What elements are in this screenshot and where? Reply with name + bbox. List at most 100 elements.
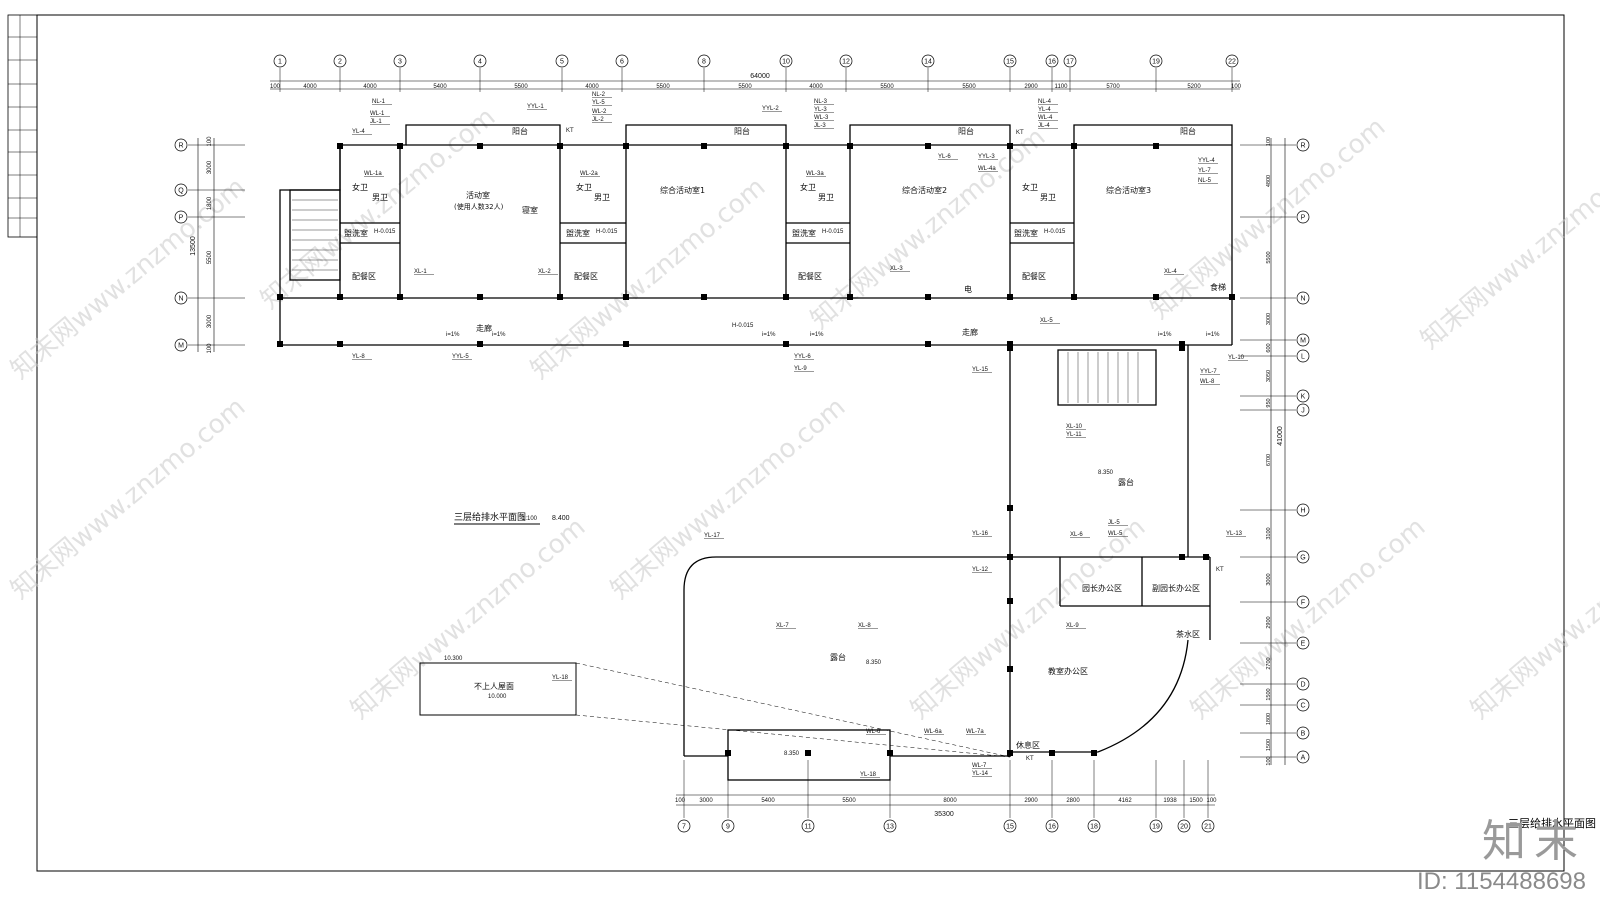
left-dim: 3000 xyxy=(207,160,213,174)
room-multi2: 综合活动室2 xyxy=(902,185,947,195)
top-dim: 5500 xyxy=(962,84,976,90)
serving-3: 配餐区 xyxy=(798,272,822,281)
top-dim: 4000 xyxy=(303,84,317,90)
svg-text:D: D xyxy=(1300,682,1305,689)
pipe-tag: XL-2 xyxy=(538,269,551,275)
svg-text:22: 22 xyxy=(1228,59,1236,66)
axis-right-E: E xyxy=(1296,636,1310,650)
pipe-tag: YL-10 xyxy=(1228,355,1245,361)
axis-right-J: J xyxy=(1296,403,1310,417)
wash-level-4: H-0.015 xyxy=(1044,229,1066,235)
axis-bottom-7: 7 xyxy=(677,819,691,833)
svg-text:1: 1 xyxy=(278,59,282,66)
axis-top-6: 6 xyxy=(615,54,629,68)
svg-text:11: 11 xyxy=(804,824,811,831)
axis-right-D: D xyxy=(1296,677,1310,691)
electric-room: 电 xyxy=(964,284,972,294)
svg-text:F: F xyxy=(1301,600,1305,607)
corridor-level: H-0.015 xyxy=(732,323,754,329)
watermark-text: 知末网www.znzmo.com xyxy=(525,172,771,385)
top-dim: 100 xyxy=(1231,84,1242,90)
svg-text:A: A xyxy=(1301,755,1306,762)
kt-1: KT xyxy=(566,128,574,134)
terrace-east-level: 8.350 xyxy=(1098,470,1114,476)
svg-text:P: P xyxy=(1301,215,1306,222)
teacher-office: 教室办公区 xyxy=(1048,666,1088,676)
svg-text:20: 20 xyxy=(1180,824,1188,831)
terrace-west-level: 8.350 xyxy=(866,660,882,666)
sheet-border xyxy=(36,14,1565,872)
svg-text:N: N xyxy=(1300,296,1305,303)
top-dim: 5400 xyxy=(433,84,447,90)
pipe-tag: YL-7 xyxy=(1198,168,1211,174)
pipe-tag: YYL-5 xyxy=(452,354,469,360)
top-dim: 4000 xyxy=(809,84,823,90)
pipe-tag: JL-4 xyxy=(1038,123,1050,129)
top-dim: 5500 xyxy=(656,84,670,90)
dumbwaiter: 食梯 xyxy=(1210,282,1226,292)
balcony-1: 阳台 xyxy=(512,126,528,136)
axis-top-10: 10 xyxy=(779,54,793,68)
pipe-tag: XL-3 xyxy=(890,266,903,272)
svg-text:M: M xyxy=(1300,338,1306,345)
room-activity: 活动室 xyxy=(466,190,490,200)
vice-director-office: 副园长办公区 xyxy=(1152,583,1200,593)
pipe-tag: WL-1 xyxy=(370,111,385,117)
pipe-tag: NL-1 xyxy=(372,99,386,105)
brand-logo: 知末 xyxy=(1482,816,1586,867)
pipe-tag: WL-2a xyxy=(580,171,598,177)
wash-level-1: H-0.015 xyxy=(374,229,396,235)
svg-text:16: 16 xyxy=(1048,824,1056,831)
top-dim: 4000 xyxy=(585,84,599,90)
right-dim: 3100 xyxy=(1266,527,1272,539)
pipe-tag: XL-8 xyxy=(858,623,871,629)
serving-1: 配餐区 xyxy=(352,272,376,281)
axis-right-A: A xyxy=(1296,750,1310,764)
axis-right-C: C xyxy=(1296,698,1310,712)
top-dim: 2900 xyxy=(1024,84,1038,90)
female-wc-4: 女卫 xyxy=(1022,182,1038,192)
right-dim: 5500 xyxy=(1266,251,1272,263)
pipe-tag: WL-5 xyxy=(1108,531,1123,537)
kt-3: KT xyxy=(1216,567,1224,573)
pipe-tag: YL-11 xyxy=(1066,432,1082,438)
pipe-tag: XL-10 xyxy=(1066,424,1083,430)
svg-text:7: 7 xyxy=(682,824,686,831)
pipe-tag: WL-2 xyxy=(592,109,607,115)
balcony-3: 阳台 xyxy=(958,126,974,136)
bottom-dim: 2800 xyxy=(1066,798,1080,804)
axis-top-14: 14 xyxy=(921,54,935,68)
structural-columns xyxy=(277,143,1235,756)
pipe-tag: NL-5 xyxy=(1198,178,1212,184)
svg-text:P: P xyxy=(179,215,184,222)
axis-top-8: 8 xyxy=(697,54,711,68)
axis-bottom-18: 18 xyxy=(1087,819,1101,833)
wash-room-2: 盥洗室 xyxy=(566,228,590,238)
pipe-tag: WL-7 xyxy=(972,763,987,769)
male-wc-1: 男卫 xyxy=(372,193,388,202)
svg-text:6: 6 xyxy=(620,59,624,66)
svg-text:13: 13 xyxy=(886,824,894,831)
watermark-text: 知末网www.znzmo.com xyxy=(1415,142,1600,355)
right-dim: 3000 xyxy=(1266,313,1272,325)
serving-2: 配餐区 xyxy=(574,272,598,281)
pipe-tag: YL-18 xyxy=(860,772,877,778)
axis-top-1: 1 xyxy=(273,54,287,68)
bottom-dim: 100 xyxy=(1206,798,1217,804)
tea-area: 茶水区 xyxy=(1176,629,1200,639)
top-total-dimension: 64000 xyxy=(750,73,770,80)
svg-text:K: K xyxy=(1301,394,1306,401)
room-labels: 活动室 (使用人数32人) 寝室 综合活动室1 综合活动室2 综合活动室3 阳台… xyxy=(344,126,1226,762)
pipe-tag: XL-1 xyxy=(414,269,427,275)
kt-2: KT xyxy=(1016,130,1024,136)
watermark-text: 知末网www.znzmo.com xyxy=(905,512,1151,725)
axis-top-22: 22 xyxy=(1225,54,1239,68)
pipe-tag: YL-13 xyxy=(1226,531,1243,537)
pipe-tag: YL-15 xyxy=(972,367,989,373)
svg-text:E: E xyxy=(1301,641,1306,648)
axis-top-2: 2 xyxy=(333,54,347,68)
right-dim: 1500 xyxy=(1266,688,1272,700)
svg-text:18: 18 xyxy=(1090,824,1098,831)
